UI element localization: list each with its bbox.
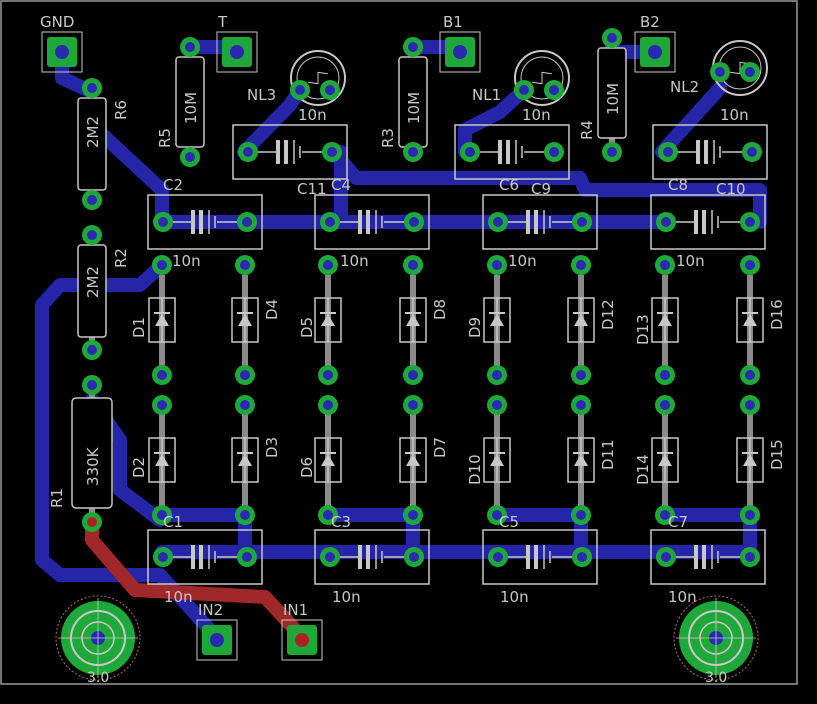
value-r1: 330K <box>84 446 102 486</box>
label-r1: R1 <box>48 488 66 508</box>
label-c9: C9 <box>531 180 551 198</box>
label-c6: C6 <box>499 176 519 194</box>
label-c10: C10 <box>716 180 746 198</box>
capacitor-c10 <box>651 195 765 249</box>
label-hole-right: 3.0 <box>705 670 727 686</box>
label-c1: C1 <box>163 513 183 531</box>
label-b1: B1 <box>443 13 463 31</box>
label-in1: IN1 <box>283 601 308 619</box>
label-c2: C2 <box>163 176 183 194</box>
value-c8: 10n <box>720 106 749 124</box>
value-c1: 10n <box>164 588 193 606</box>
label-d7: D7 <box>431 437 449 458</box>
label-nl1: NL1 <box>472 86 501 104</box>
value-c7: 10n <box>668 588 697 606</box>
value-c5: 10n <box>500 588 529 606</box>
label-nl2: NL2 <box>670 78 699 96</box>
resistor-bodies <box>71 47 627 509</box>
label-d6: D6 <box>298 457 316 478</box>
value-r2: 2M2 <box>84 266 102 298</box>
label-c8: C8 <box>668 176 688 194</box>
label-d3: D3 <box>263 437 281 458</box>
value-c6: 10n <box>522 106 551 124</box>
label-d11: D11 <box>599 439 617 470</box>
label-d12: D12 <box>599 299 617 330</box>
value-r4: 10M <box>604 83 622 115</box>
value-c11: 10n <box>298 106 327 124</box>
value-r5: 10M <box>182 92 200 124</box>
mounting-hole-right <box>673 595 759 681</box>
label-r5: R5 <box>156 128 174 148</box>
label-b2: B2 <box>640 13 660 31</box>
label-r4: R4 <box>578 120 596 140</box>
value-c10: 10n <box>676 252 705 270</box>
label-d5: D5 <box>298 317 316 338</box>
value-r3: 10M <box>405 92 423 124</box>
label-r6: R6 <box>112 100 130 120</box>
label-c3: C3 <box>331 513 351 531</box>
label-r3: R3 <box>379 128 397 148</box>
value-c9: 10n <box>508 252 537 270</box>
label-r2: R2 <box>112 248 130 268</box>
label-c11: C11 <box>297 180 327 198</box>
top-trace <box>85 515 309 644</box>
label-t: T <box>217 13 228 31</box>
board-outline <box>0 0 798 685</box>
value-c2: 10n <box>172 252 201 270</box>
label-gnd: GND <box>40 13 74 31</box>
label-d16: D16 <box>768 299 786 330</box>
label-d2: D2 <box>130 457 148 478</box>
label-c5: C5 <box>499 513 519 531</box>
label-d4: D4 <box>263 299 281 320</box>
label-d9: D9 <box>466 317 484 338</box>
label-hole-left: 3.0 <box>87 670 109 686</box>
diode-bodies <box>148 297 764 483</box>
capacitor-c11 <box>233 125 347 179</box>
label-c4: C4 <box>331 176 351 194</box>
value-r6: 2M2 <box>84 116 102 148</box>
value-c3: 10n <box>332 588 361 606</box>
label-nl3: NL3 <box>247 86 276 104</box>
value-c4: 10n <box>340 252 369 270</box>
label-in2: IN2 <box>198 601 223 619</box>
mounting-hole-left <box>55 595 141 681</box>
label-d13: D13 <box>634 314 652 345</box>
label-d1: D1 <box>130 317 148 338</box>
label-d10: D10 <box>466 454 484 485</box>
label-d8: D8 <box>431 299 449 320</box>
label-d14: D14 <box>634 454 652 485</box>
label-d15: D15 <box>768 439 786 470</box>
label-c7: C7 <box>668 513 688 531</box>
